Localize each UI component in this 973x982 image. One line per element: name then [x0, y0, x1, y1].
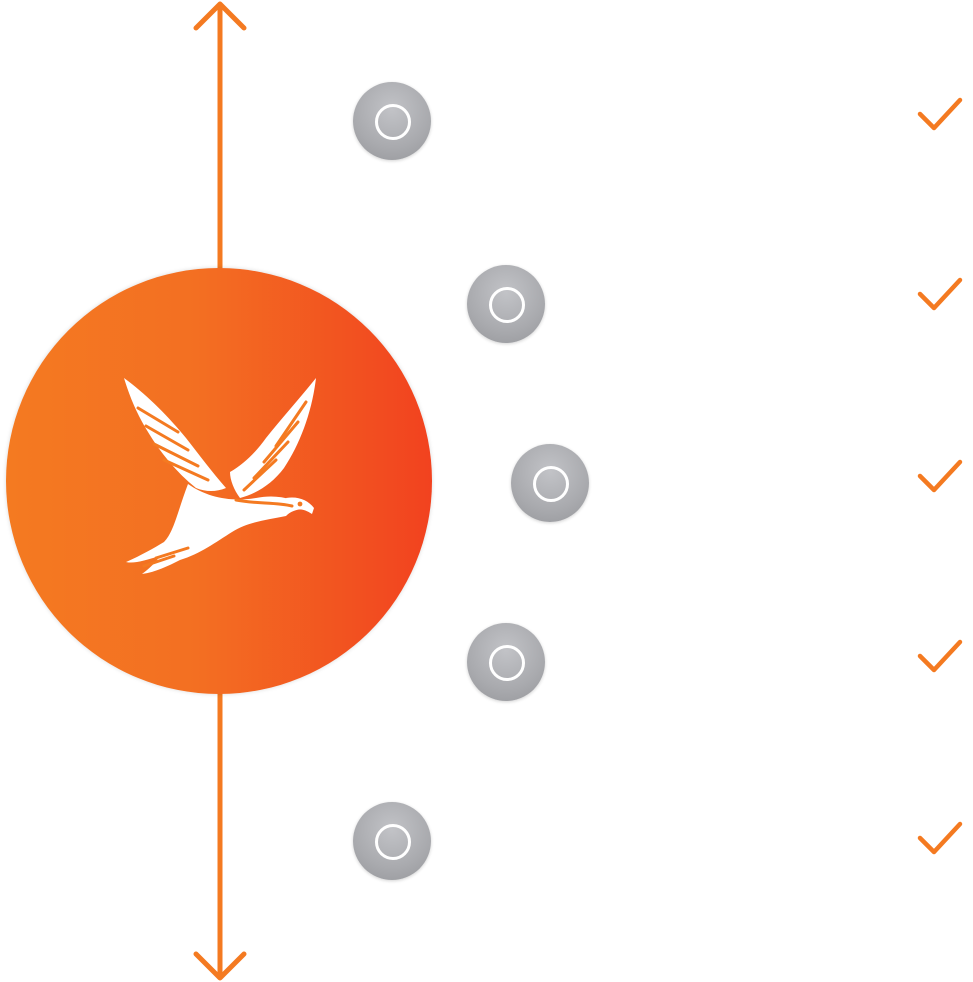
node-3-circle-icon — [511, 444, 589, 522]
node-5-circle-icon — [353, 802, 431, 880]
node-2-circle-icon — [467, 265, 545, 343]
checkmark-1-icon — [917, 97, 963, 131]
node-4-circle-icon — [467, 623, 545, 701]
checkmark-5-icon — [917, 821, 963, 855]
eagle-logo-icon — [124, 378, 316, 574]
checkmark-4-icon — [917, 639, 963, 673]
checkmark-2-icon — [917, 277, 963, 311]
node-1-circle-icon — [353, 82, 431, 160]
arrow-up-icon — [193, 1, 247, 31]
checkmark-3-icon — [917, 459, 963, 493]
arrow-down-icon — [193, 951, 247, 981]
